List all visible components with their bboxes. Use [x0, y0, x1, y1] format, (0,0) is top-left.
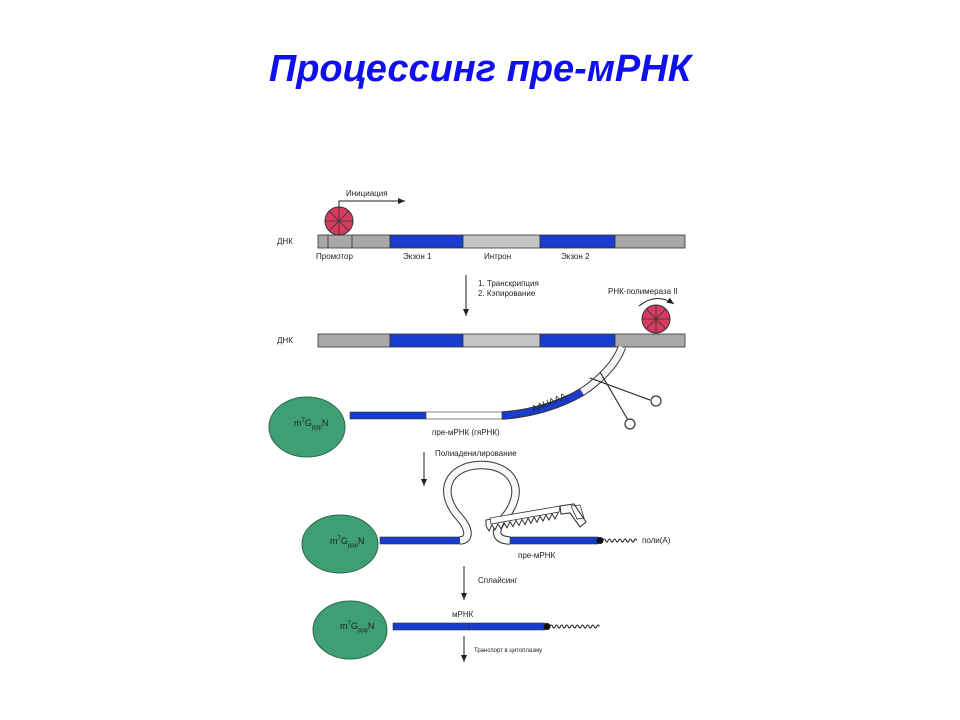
dna-label-1: ДНК — [277, 237, 293, 246]
rna-polymerase-2 — [641, 304, 671, 334]
stage-1-dna: ДНК Инициация Промотор Экзон 1 Интрон Эк… — [277, 189, 686, 261]
promoter-segment — [317, 234, 391, 249]
exon-1-label: Экзон 1 — [403, 252, 432, 261]
rna-3-tail — [580, 345, 626, 395]
polyadenylation-label: Полиаденилирование — [435, 449, 517, 458]
splicing-label: Сплайсинг — [478, 576, 518, 585]
mrna-exon-2 — [468, 622, 546, 631]
initiation-arrow — [338, 198, 405, 207]
cap-blob-3 — [312, 600, 388, 660]
poly-a-label: поли(А) — [642, 536, 671, 545]
promoter-label: Промотор — [316, 252, 353, 261]
exon-1-rna-2 — [379, 536, 461, 545]
step-transcription-label: 1. Транскрипция — [478, 279, 539, 288]
initiation-label: Инициация — [346, 189, 388, 198]
poly-a-tail — [602, 538, 638, 543]
cap-blob-1 — [268, 396, 346, 458]
mrna-label: мРНК — [452, 610, 474, 619]
intron-segment — [462, 234, 541, 249]
exon-2-rna-2 — [509, 536, 599, 545]
exon-1-rna — [349, 411, 427, 420]
mrna-poly-a-dot — [543, 623, 551, 630]
exon-1-segment — [389, 234, 464, 249]
mrna-exon-1 — [392, 622, 470, 631]
polymerase-direction-arrow — [638, 297, 675, 307]
pre-mrna-hnrna-label: пре-мРНК (гяРНК) — [432, 428, 500, 437]
cap-label-3: m7GpppN — [340, 621, 374, 634]
rna-polymerase-label: РНК-полимераза II — [608, 287, 678, 296]
rna-polymerase-1 — [324, 206, 354, 236]
intron-label: Интрон — [484, 252, 511, 261]
exon-2-rna — [501, 389, 584, 419]
pre-mrna-label: пре-мРНК — [518, 551, 556, 560]
stage-3-pre-mrna: m7GpppN поли(А) пре-мРНК — [301, 460, 671, 574]
exon-2-segment — [539, 234, 616, 249]
cap-label-1: m7GpppN — [294, 418, 328, 431]
mrna-poly-a-tail — [549, 624, 600, 629]
saw-icon — [485, 503, 587, 533]
stage-4-mrna: m7GpppN мРНК — [312, 600, 600, 660]
transport-label: Транспорт в цитоплазму — [474, 648, 542, 654]
slide-title: Процессинг пре-мРНК — [268, 48, 692, 90]
exon-2-label: Экзон 2 — [561, 252, 590, 261]
dna-label-2: ДНК — [277, 336, 293, 345]
poly-a-start-dot — [596, 537, 604, 544]
dna-flank-segment — [614, 234, 686, 249]
intron-rna — [425, 411, 503, 420]
cap-label-2: m7GpppN — [330, 536, 364, 549]
stage-2-dna: ДНК РНК-полимераза II — [277, 287, 686, 348]
cap-blob-2 — [301, 514, 379, 574]
step-capping-label: 2. Кэпирование — [478, 289, 536, 298]
stage-2-transcript: m7GpppN AAUAAA пре-мРНК (гяРНК) — [268, 345, 662, 458]
scissors-icon — [589, 371, 662, 430]
